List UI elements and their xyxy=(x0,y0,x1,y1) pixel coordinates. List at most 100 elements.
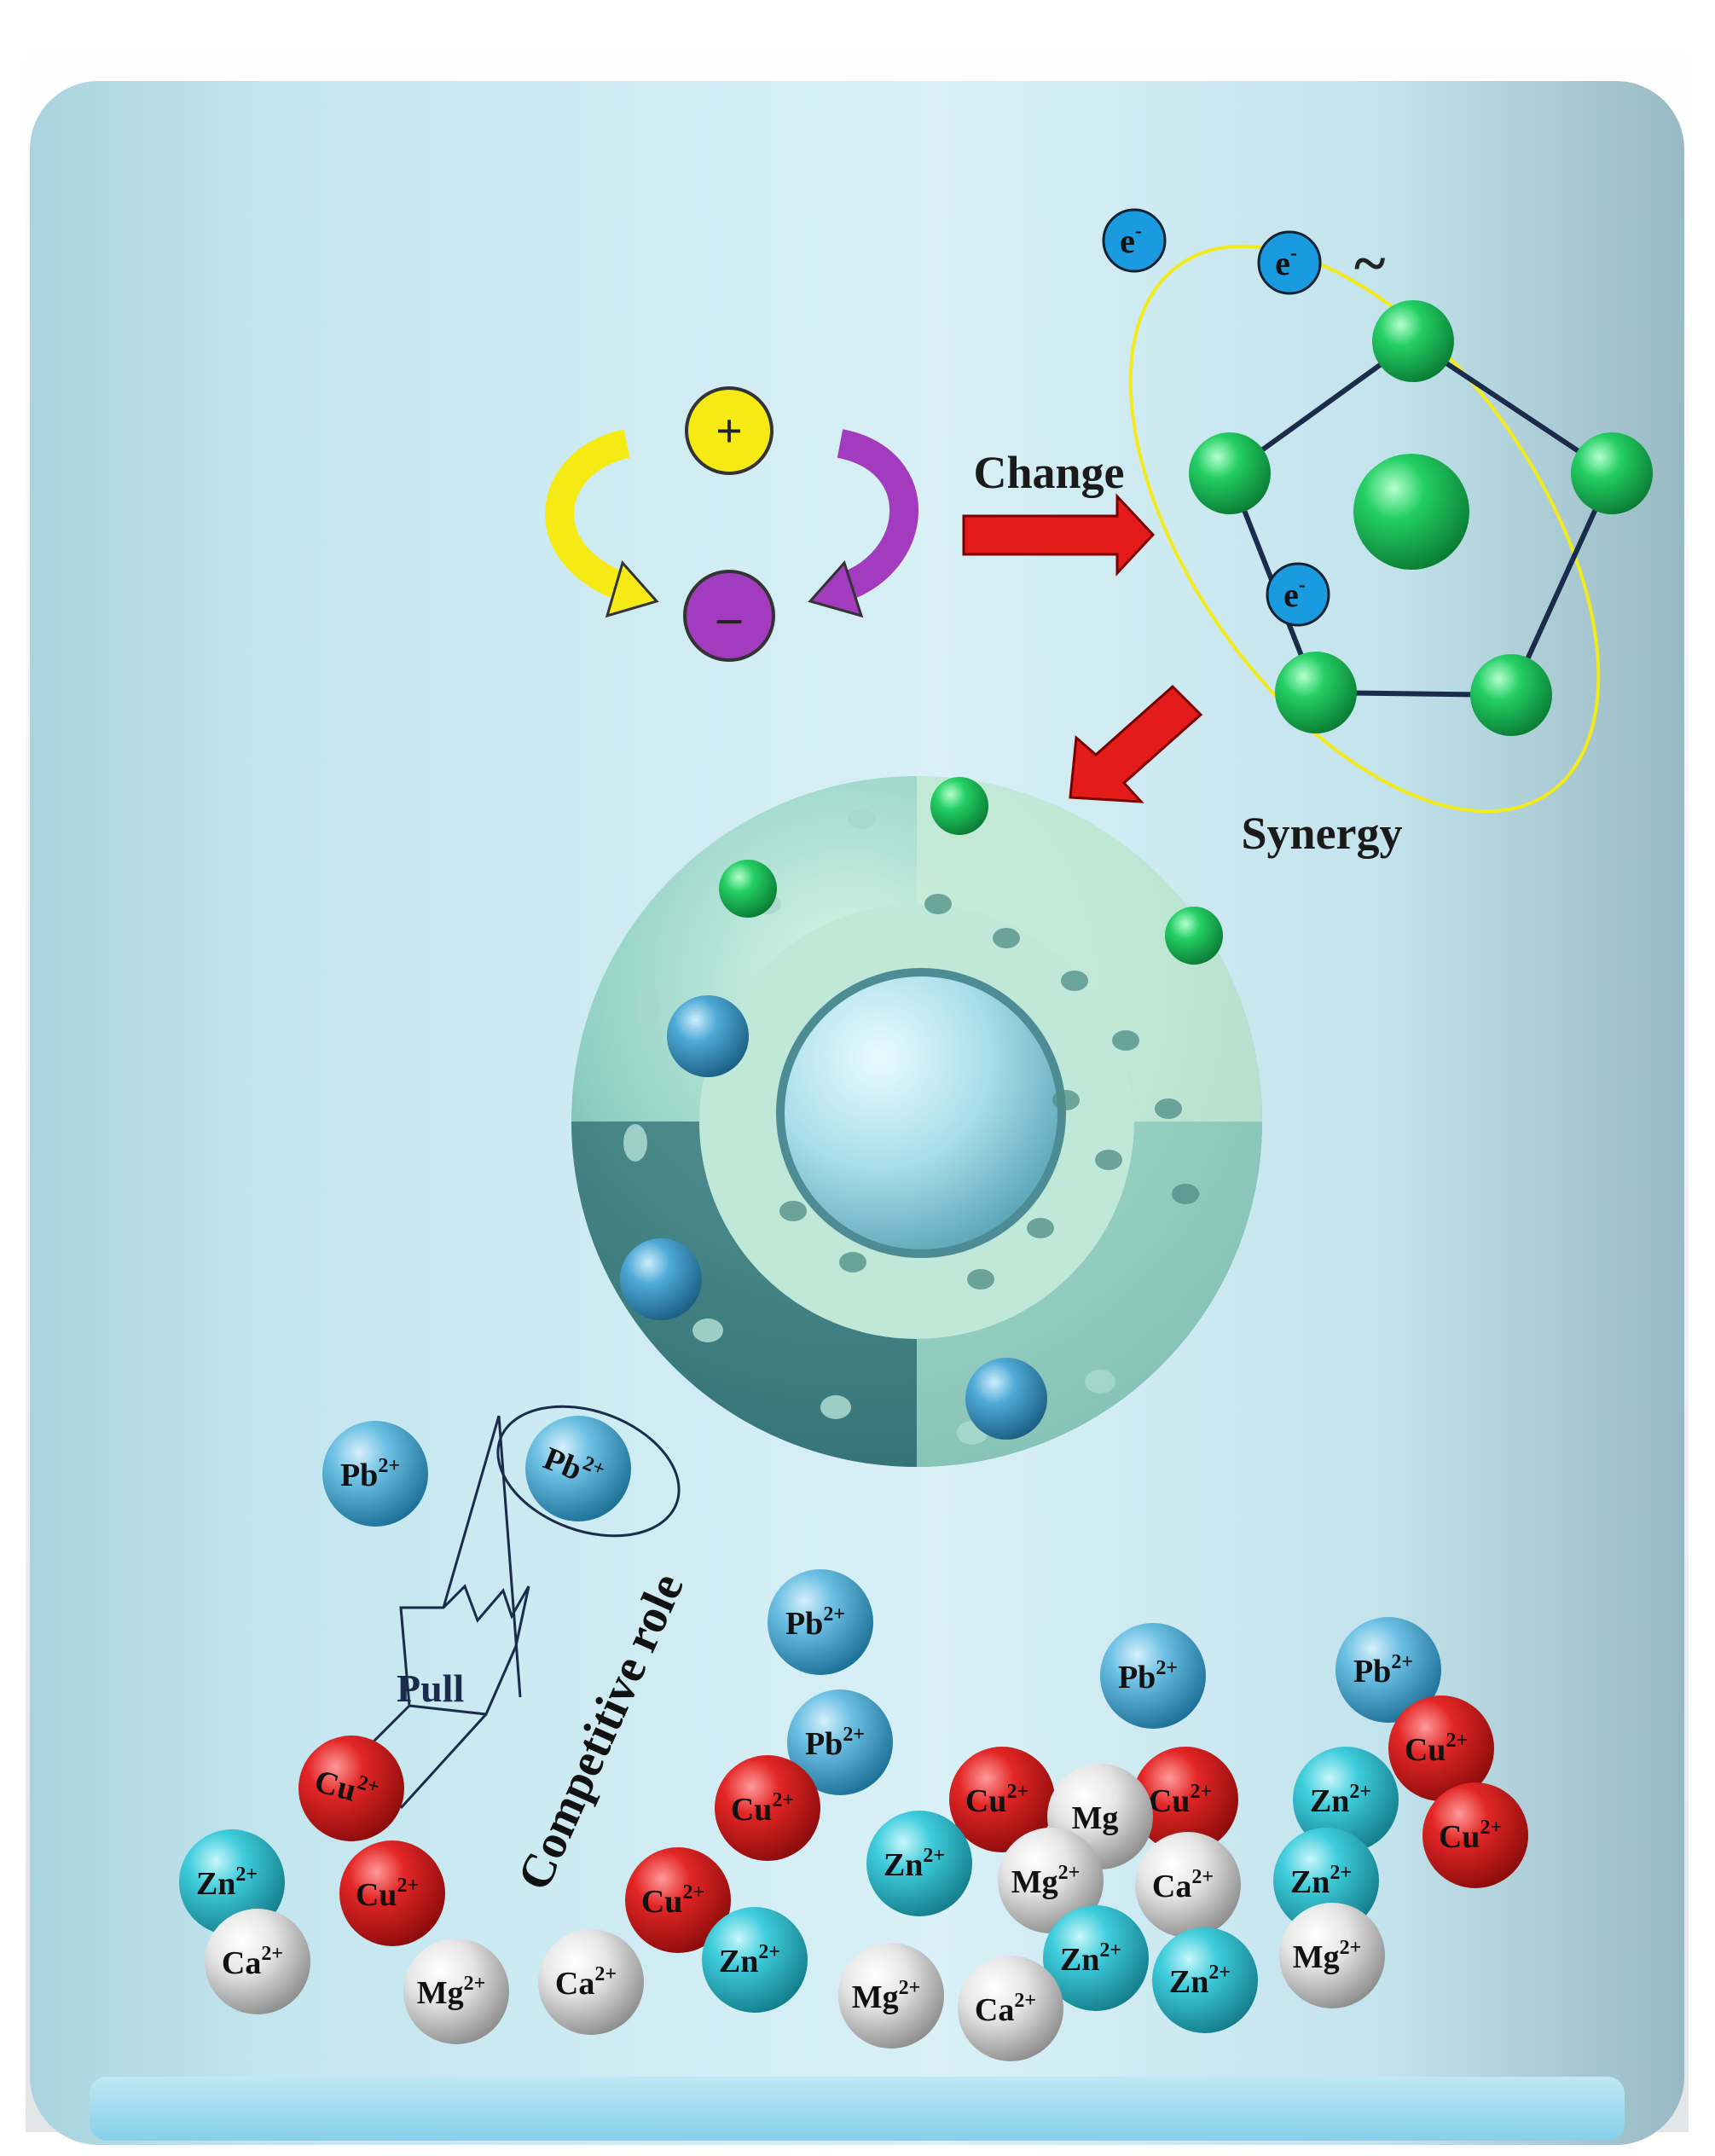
zn-ion-icon xyxy=(179,1829,285,1935)
ion-ca: Ca2+ xyxy=(538,1929,644,2035)
zn-ion-icon xyxy=(1043,1905,1149,2011)
ion-pb: Pb2+ xyxy=(322,1421,428,1527)
pb-ion-icon xyxy=(1335,1617,1441,1723)
pb-ion-icon xyxy=(525,1416,631,1521)
ion-cu: Cu2+ xyxy=(1422,1782,1528,1888)
ion-mg: Mg2+ xyxy=(403,1939,509,2044)
electron-3: e- xyxy=(1266,562,1330,627)
cu-ion-icon xyxy=(625,1847,731,1953)
electron-label: e- xyxy=(1275,242,1297,282)
ion-cu: Cu2+ xyxy=(1133,1747,1238,1852)
cu-ion-icon xyxy=(1388,1695,1494,1801)
ion-cu: Cu2+ xyxy=(949,1747,1055,1852)
ion-zn: Zn2+ xyxy=(1152,1927,1258,2033)
green-atom-icon xyxy=(930,777,988,835)
negative-charge-icon xyxy=(683,570,775,662)
ion-label: Ca2+ xyxy=(222,1943,283,1981)
ion-ca: Ca2+ xyxy=(1135,1832,1241,1938)
zn-ion-icon xyxy=(866,1811,972,1916)
synergy-label: Synergy xyxy=(1242,808,1403,859)
metal-ions: Pb2+Pb2+Pb2+Pb2+Pb2+Pb2+Cu2+Cu2+Cu2+Cu2+… xyxy=(179,1416,1528,2061)
pb-ion-icon xyxy=(787,1689,893,1795)
ion-pb: Pb2+ xyxy=(787,1689,893,1795)
mg-ion-icon xyxy=(838,1943,944,2049)
cu-ion-icon xyxy=(715,1755,820,1861)
ion-zn: Zn2+ xyxy=(702,1907,808,2013)
ion-pb: Pb2+ xyxy=(768,1569,873,1675)
minus-symbol: – xyxy=(716,591,742,644)
electrons: e-e-e- xyxy=(1102,208,1330,627)
zn-ion-icon xyxy=(1293,1747,1399,1852)
change-arrow: Change xyxy=(962,447,1156,577)
ion-zn: Zn2+ xyxy=(1043,1905,1149,2011)
cu-ion-icon xyxy=(1422,1782,1528,1888)
ion-zn: Zn2+ xyxy=(1293,1747,1399,1852)
pb-ion-icon xyxy=(322,1421,428,1527)
blue-particle-icon xyxy=(620,1238,702,1320)
cu-ion-icon xyxy=(949,1747,1055,1852)
ion-cu: Cu2+ xyxy=(715,1755,820,1861)
ion-pb: Pb2+ xyxy=(1100,1623,1206,1729)
central-atom-icon xyxy=(1353,454,1469,570)
plus-symbol: + xyxy=(716,405,743,458)
electron-icon xyxy=(1266,562,1330,627)
ion-cu: Cu2+ xyxy=(625,1847,731,1953)
ion-cu: Cu2+ xyxy=(298,1736,404,1841)
pentagon-cluster xyxy=(1128,244,1653,814)
pb-ion-icon xyxy=(768,1569,873,1675)
charge-cycle: + – xyxy=(545,386,918,662)
green-atom-icon xyxy=(1189,432,1271,514)
pull-label: Pull xyxy=(397,1666,464,1710)
zn-ion-icon xyxy=(1152,1927,1258,2033)
ion-mg: Mg2+ xyxy=(1279,1903,1385,2008)
green-atom-icon xyxy=(1571,432,1653,514)
green-atom-icon xyxy=(1165,907,1223,965)
positive-charge-icon xyxy=(685,386,773,475)
ca-ion-icon xyxy=(958,1956,1063,2061)
electron-2: e- xyxy=(1257,230,1322,295)
synergy-arrow xyxy=(1069,684,1203,803)
pull-hand-drawing xyxy=(356,1405,681,1810)
ca-ion-icon xyxy=(1135,1832,1241,1938)
cu-ion-icon xyxy=(298,1736,404,1841)
green-atom-icon xyxy=(1470,654,1552,736)
ion-ca: Ca2+ xyxy=(958,1956,1063,2061)
ion-zn: Zn2+ xyxy=(866,1811,972,1916)
mg-ion-icon xyxy=(403,1939,509,2044)
ion-label: Pb2+ xyxy=(805,1724,865,1762)
ca-ion-icon xyxy=(538,1929,644,2035)
blue-particle-icon xyxy=(667,995,749,1077)
ca-ion-icon xyxy=(205,1909,310,2014)
blue-particle-icon xyxy=(965,1358,1047,1440)
ion-mg: Mg2+ xyxy=(838,1943,944,2049)
ion-label: Pb2+ xyxy=(1353,1651,1413,1689)
cu-ion-icon xyxy=(1133,1747,1238,1852)
zn-ion-icon xyxy=(702,1907,808,2013)
ion-pb: Pb2+ xyxy=(1335,1617,1441,1723)
ion-label: Zn2+ xyxy=(1060,1939,1121,1978)
ion-label: Mg xyxy=(1072,1800,1119,1836)
change-label: Change xyxy=(973,447,1124,498)
mg-ion-icon xyxy=(1279,1903,1385,2008)
ion-cu: Cu2+ xyxy=(339,1840,445,1946)
cu-ion-icon xyxy=(339,1840,445,1946)
ion-pb: Pb2+ xyxy=(525,1416,631,1521)
ion-mg: Mg2+ xyxy=(998,1828,1104,1933)
green-atom-icon xyxy=(1275,652,1357,733)
ion-label: Mg2+ xyxy=(1293,1937,1362,1975)
hollow-core xyxy=(776,968,1066,1258)
porous-adsorbent-sphere xyxy=(571,776,1262,1467)
ion-cu: Cu2+ xyxy=(1388,1695,1494,1801)
electron-icon xyxy=(1257,230,1322,295)
ion-zn: Zn2+ xyxy=(179,1829,285,1935)
mg-ion-icon xyxy=(998,1828,1104,1933)
pb-ion-icon xyxy=(1100,1623,1206,1729)
ion-ca: Ca2+ xyxy=(205,1909,310,2014)
wave-symbol: ~ xyxy=(1354,231,1385,297)
green-atom-icon xyxy=(1372,300,1454,382)
electron-icon xyxy=(1102,208,1167,273)
ion-label: Cu2+ xyxy=(965,1781,1028,1819)
electron-1: e- xyxy=(1102,208,1167,273)
green-atom-icon xyxy=(719,860,777,918)
